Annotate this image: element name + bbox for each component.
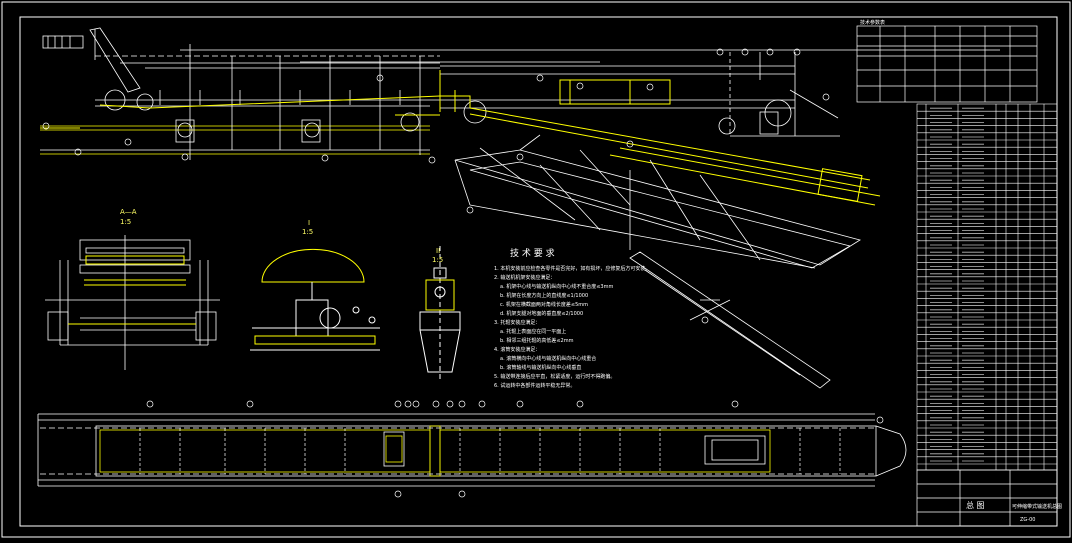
note-line: a. 托辊上表面应在同一平面上 [500, 328, 566, 335]
section-aa-label: A—A [120, 208, 137, 216]
detail-i-view [250, 248, 380, 351]
title-block-company: 可伸缩带式输送机总图 [1012, 503, 1062, 510]
note-line: b. 滚筒轴线与输送机纵向中心线垂直 [500, 364, 581, 371]
note-line: 5. 输送带连接后应平直，松紧适度，运行时不得跑偏。 [494, 373, 615, 380]
note-line: b. 相邻三组托辊的高低差≤2mm [500, 337, 574, 344]
parameter-table [856, 25, 1038, 103]
note-line: 4. 滚筒安装应满足： [494, 346, 540, 353]
title-block-drawing-number: ZG-00 [1020, 517, 1035, 523]
notes-list: 1. 本机安装前应检查各零件是否完好，如有损坏，应修复后方可安装。 2. 输送机… [494, 265, 650, 389]
detail-i-label: I [308, 219, 310, 227]
note-line: 2. 输送机机架安装应满足： [494, 274, 555, 281]
note-line: 1. 本机安装前应检查各零件是否完好，如有损坏，应修复后方可安装。 [494, 265, 650, 272]
detail-ii-view [419, 246, 461, 380]
title-block [916, 469, 1058, 527]
note-line: 6. 试运转中各部件运转平稳无异常。 [494, 382, 575, 389]
detail-ii-label: II [436, 247, 440, 255]
note-line: 3. 托辊安装应满足： [494, 319, 540, 326]
belt-yellow-lines [40, 70, 881, 206]
note-line: d. 机架支腿对地面的垂直度≤2/1000 [500, 310, 583, 317]
note-line: a. 滚筒横向中心线与输送机纵向中心线重合 [500, 355, 596, 362]
plan-view-callouts [146, 400, 884, 498]
inclined-boom-view [454, 134, 861, 389]
section-aa-view [45, 235, 220, 370]
main-elevation-view [40, 27, 1000, 160]
note-line: a. 机架中心线与输送机纵向中心线不重合度≤3mm [500, 283, 613, 290]
title-block-drawing-title: 总 图 [966, 500, 985, 510]
section-aa-yellow [68, 255, 196, 325]
note-line: b. 机架在长度方向上的直线度≤1/1000 [500, 292, 588, 299]
section-aa-scale: 1:5 [120, 218, 131, 226]
plan-view-crossbars [139, 428, 841, 474]
note-line: c. 机架在横截面两对角线长度差≤5mm [500, 301, 588, 308]
detail-i-scale: 1:5 [302, 228, 313, 236]
parameter-table-title: 技术参数表 [860, 19, 885, 26]
part-callouts-elevation [42, 48, 830, 324]
notes-heading: 技 术 要 求 [510, 247, 555, 259]
plan-view [37, 413, 907, 487]
detail-ii-scale: 1:5 [432, 256, 443, 264]
parts-list-table [916, 103, 1058, 471]
